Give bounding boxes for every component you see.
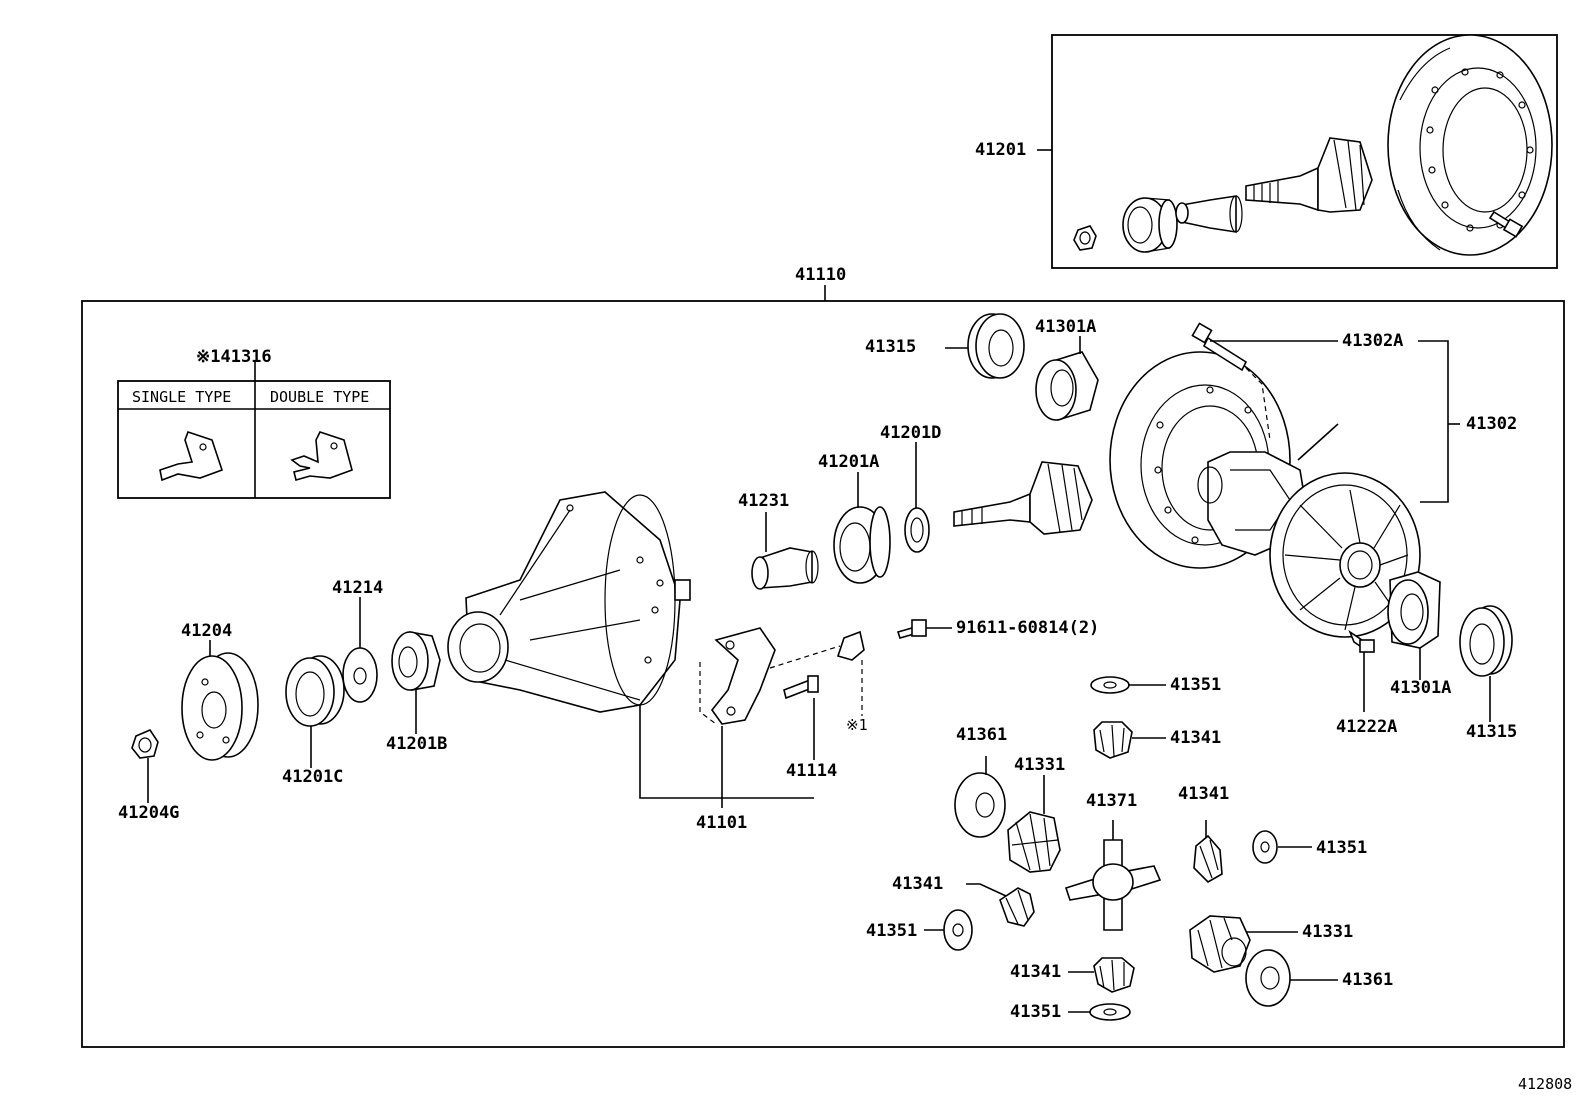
label-41201d: 41201D [880, 423, 941, 443]
label-41351-d: 41351 [1010, 1002, 1061, 1022]
label-double-type: DOUBLE TYPE [270, 388, 369, 406]
label-single-type: SINGLE TYPE [132, 388, 231, 406]
label-41204: 41204 [181, 621, 232, 641]
oil-seal-41201c-icon [285, 655, 345, 768]
kit-spacer-icon [1175, 195, 1243, 233]
label-91611: 91611-60814(2) [956, 618, 1099, 638]
diagram-reference-number: 412808 [1518, 1075, 1572, 1093]
bolt-91611-icon [896, 619, 952, 639]
bearing-41301a-bottom-icon [1387, 571, 1441, 680]
side-gear-41331-a-icon [1007, 775, 1061, 873]
thrust-washer-41351-d-icon [1068, 1003, 1131, 1021]
pinion-gear-41341-a-icon [1093, 721, 1166, 759]
kit-ring-gear-icon [1387, 34, 1553, 256]
bolt-41114-icon [783, 675, 819, 760]
label-41351-b: 41351 [1316, 838, 1367, 858]
label-41302: 41302 [1466, 414, 1517, 434]
nut-41204g-icon [131, 729, 159, 803]
label-41222a: 41222A [1336, 717, 1397, 737]
label-41331-b: 41331 [1302, 922, 1353, 942]
differential-case-icon [1197, 340, 1460, 638]
kit-bearing-icon [1122, 197, 1178, 253]
label-mark1: ※1 [846, 716, 868, 734]
label-41101: 41101 [696, 813, 747, 833]
thrust-washer-41351-c-icon [924, 909, 973, 951]
label-41302a: 41302A [1342, 331, 1403, 351]
thrust-washer-41361-b-icon [1245, 949, 1338, 1007]
label-41301a-bottom: 41301A [1390, 678, 1451, 698]
label-41301a-top: 41301A [1035, 317, 1096, 337]
label-41114: 41114 [786, 761, 837, 781]
drive-pinion-icon [953, 461, 1093, 535]
label-41204g: 41204G [118, 803, 179, 823]
bracket-clip-icon [769, 630, 865, 716]
label-41371: 41371 [1086, 791, 1137, 811]
thrust-washer-41361-a-icon [954, 756, 1006, 838]
label-41341-d: 41341 [1010, 962, 1061, 982]
bearing-race-41315-top-icon [945, 313, 1025, 379]
label-41361-a: 41361 [956, 725, 1007, 745]
ring-gear-bolt-icon [1191, 322, 1338, 441]
label-41315-bottom: 41315 [1466, 722, 1517, 742]
leader-41101 [639, 704, 814, 808]
label-41331-a: 41331 [1014, 755, 1065, 775]
label-41201b: 41201B [386, 734, 447, 754]
label-41351-c: 41351 [866, 921, 917, 941]
side-gear-41331-b-icon [1189, 915, 1298, 973]
double-type-bracket-icon [290, 431, 353, 481]
label-41231: 41231 [738, 491, 789, 511]
thrust-washer-41351-b-icon [1252, 830, 1312, 864]
bracket-type-table [117, 360, 391, 499]
spacer-41231-icon [751, 512, 819, 590]
carrier-housing-41101-icon [447, 491, 691, 713]
label-41341-c: 41341 [892, 874, 943, 894]
bearing-cap-icon [699, 627, 776, 725]
label-41341-a: 41341 [1170, 728, 1221, 748]
pinion-gear-41341-b-icon [1193, 820, 1223, 883]
bolt-41222a-icon [1348, 629, 1375, 712]
kit-nut-icon [1073, 225, 1097, 251]
label-41201c: 41201C [282, 767, 343, 787]
pinion-shaft-41371-icon [1064, 820, 1162, 931]
bearing-41201a-icon [833, 472, 891, 584]
label-41315-top: 41315 [865, 337, 916, 357]
ring-pinion-kit-box [1037, 34, 1558, 269]
bearing-41301a-top-icon [1035, 336, 1099, 422]
thrust-washer-41351-a-icon [1090, 676, 1166, 694]
label-41214: 41214 [332, 578, 383, 598]
flange-41204-icon [181, 640, 259, 761]
label-41341-b: 41341 [1178, 784, 1229, 804]
shim-41201d-icon [904, 442, 930, 553]
label-41316: ※141316 [196, 347, 272, 367]
label-41201: 41201 [975, 140, 1026, 160]
pinion-gear-41341-c-icon [966, 883, 1035, 927]
kit-pinion-gear-icon [1245, 137, 1373, 213]
bearing-41201b-icon [391, 631, 441, 734]
single-type-bracket-icon [159, 430, 224, 482]
washer-41214-icon [342, 597, 378, 703]
pinion-gear-41341-d-icon [1068, 957, 1135, 993]
assembly-box [81, 300, 1565, 1048]
bearing-race-41315-bottom-icon [1459, 605, 1513, 722]
kit-bolt-icon [1488, 210, 1524, 238]
label-41351-a: 41351 [1170, 675, 1221, 695]
label-41110: 41110 [795, 265, 846, 285]
label-41361-b: 41361 [1342, 970, 1393, 990]
label-41201a: 41201A [818, 452, 879, 472]
